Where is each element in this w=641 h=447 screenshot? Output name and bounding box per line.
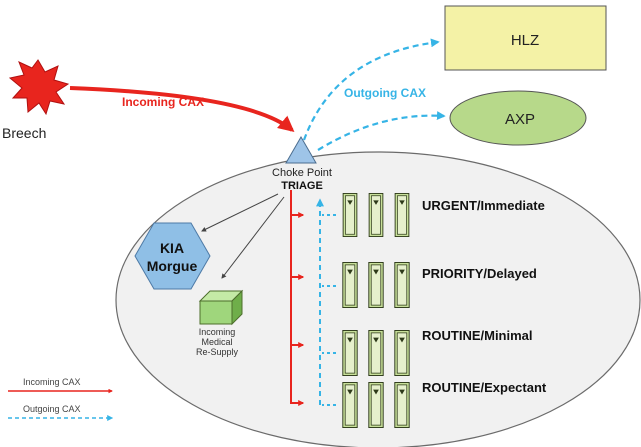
resupply-line2: Medical (201, 337, 232, 347)
litter-row-urgent (342, 193, 410, 237)
incoming-cax-arrow (69, 86, 295, 133)
litter-icon (368, 262, 384, 308)
category-priority: PRIORITY/Delayed (422, 266, 537, 281)
litter-icon (394, 382, 410, 428)
choke-point-icon (285, 135, 317, 164)
morgue-label: Morgue (147, 258, 198, 274)
litter-icon (342, 382, 358, 428)
outgoing-cax-label: Outgoing CAX (344, 86, 426, 100)
hlz-box (444, 5, 607, 71)
axp-ellipse (449, 90, 587, 146)
litter-icon (368, 193, 384, 237)
litter-row-minimal (342, 330, 410, 376)
outgoing-to-axp-arrow (317, 111, 446, 151)
arrow-to-kia (201, 193, 279, 232)
litter-icon (342, 262, 358, 308)
axp-label: AXP (505, 111, 535, 128)
legend-outgoing-label: Outgoing CAX (23, 404, 81, 414)
category-urgent: URGENT/Immediate (422, 198, 545, 213)
litter-row-priority (342, 262, 410, 308)
breech-label: Breech (2, 125, 46, 141)
kia-label: KIA (160, 240, 184, 256)
outgoing-to-hlz-arrow (302, 38, 440, 141)
category-expectant: ROUTINE/Expectant (422, 380, 547, 395)
hlz-label: HLZ (511, 32, 539, 49)
triage-label: TRIAGE (281, 180, 323, 192)
breech-burst-icon (8, 59, 70, 116)
resupply-line1: Incoming (199, 327, 236, 337)
arrow-to-resupply (221, 196, 285, 279)
litter-icon (342, 193, 358, 237)
litter-icon (394, 330, 410, 376)
litter-icon (368, 330, 384, 376)
legend: Incoming CAX Outgoing CAX (8, 377, 114, 421)
resupply-line3: Re-Supply (196, 347, 239, 357)
litter-icon (394, 193, 410, 237)
legend-incoming-label: Incoming CAX (23, 377, 81, 387)
litter-icon (368, 382, 384, 428)
incoming-cax-label: Incoming CAX (122, 95, 204, 109)
litter-row-expectant (342, 382, 410, 428)
kia-morgue-hexagon (134, 222, 211, 290)
litter-icon (342, 330, 358, 376)
choke-point-label: Choke Point (272, 167, 332, 179)
category-minimal: ROUTINE/Minimal (422, 328, 533, 343)
resupply-cube-icon (198, 289, 244, 326)
litter-icon (394, 262, 410, 308)
